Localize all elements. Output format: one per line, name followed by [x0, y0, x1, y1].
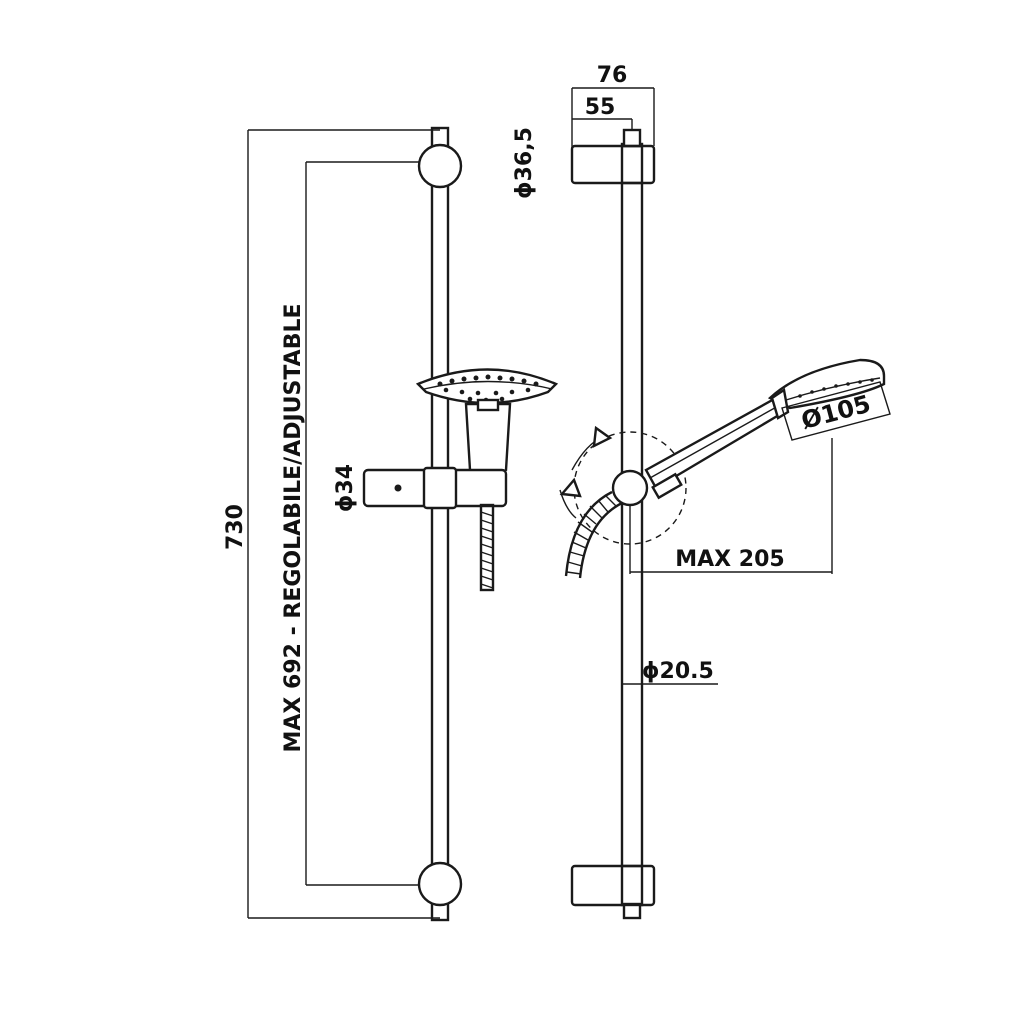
- side-handle: [644, 396, 786, 500]
- rotation-arrows-icon: [559, 425, 613, 519]
- bracket-diameter-label: ϕ36,5: [512, 127, 537, 199]
- side-rail: [620, 142, 644, 872]
- bracket-depth-inner-label: 55: [585, 95, 616, 120]
- side-bottom-bracket: [570, 864, 656, 920]
- front-bottom-cap: [417, 861, 463, 907]
- overall-height-dimension: [247, 129, 440, 919]
- front-hose: [479, 503, 495, 592]
- adjustable-length-label: MAX 692 - REGOLABILE/ADJUSTABLE: [281, 303, 306, 752]
- handshower-diameter-box: [781, 381, 891, 441]
- side-view: 76 55 ϕ36,5 ϕ20.5: [512, 63, 891, 920]
- rotation-circle: [573, 431, 687, 545]
- max-reach-dimension: [629, 438, 833, 574]
- front-shower-head: [415, 368, 559, 477]
- slider-diameter-label: ϕ34: [333, 464, 358, 512]
- side-hose: [564, 490, 625, 579]
- front-slider: [362, 466, 508, 510]
- bracket-depth-total-label: 76: [597, 63, 628, 88]
- front-view: 730 MAX 692 - REGOLABILE/ADJUSTABLE: [223, 126, 559, 922]
- side-ball-joint: [611, 469, 649, 507]
- adjustable-length-dimension: [305, 161, 432, 886]
- side-shower-head: [767, 358, 886, 420]
- overall-height-label: 730: [223, 504, 248, 550]
- front-top-cap: [417, 143, 463, 189]
- side-top-bracket: [570, 128, 656, 185]
- max-reach-label: MAX 205: [675, 547, 784, 572]
- front-rail: [430, 126, 450, 922]
- rail-diameter-label: ϕ20.5: [642, 659, 714, 684]
